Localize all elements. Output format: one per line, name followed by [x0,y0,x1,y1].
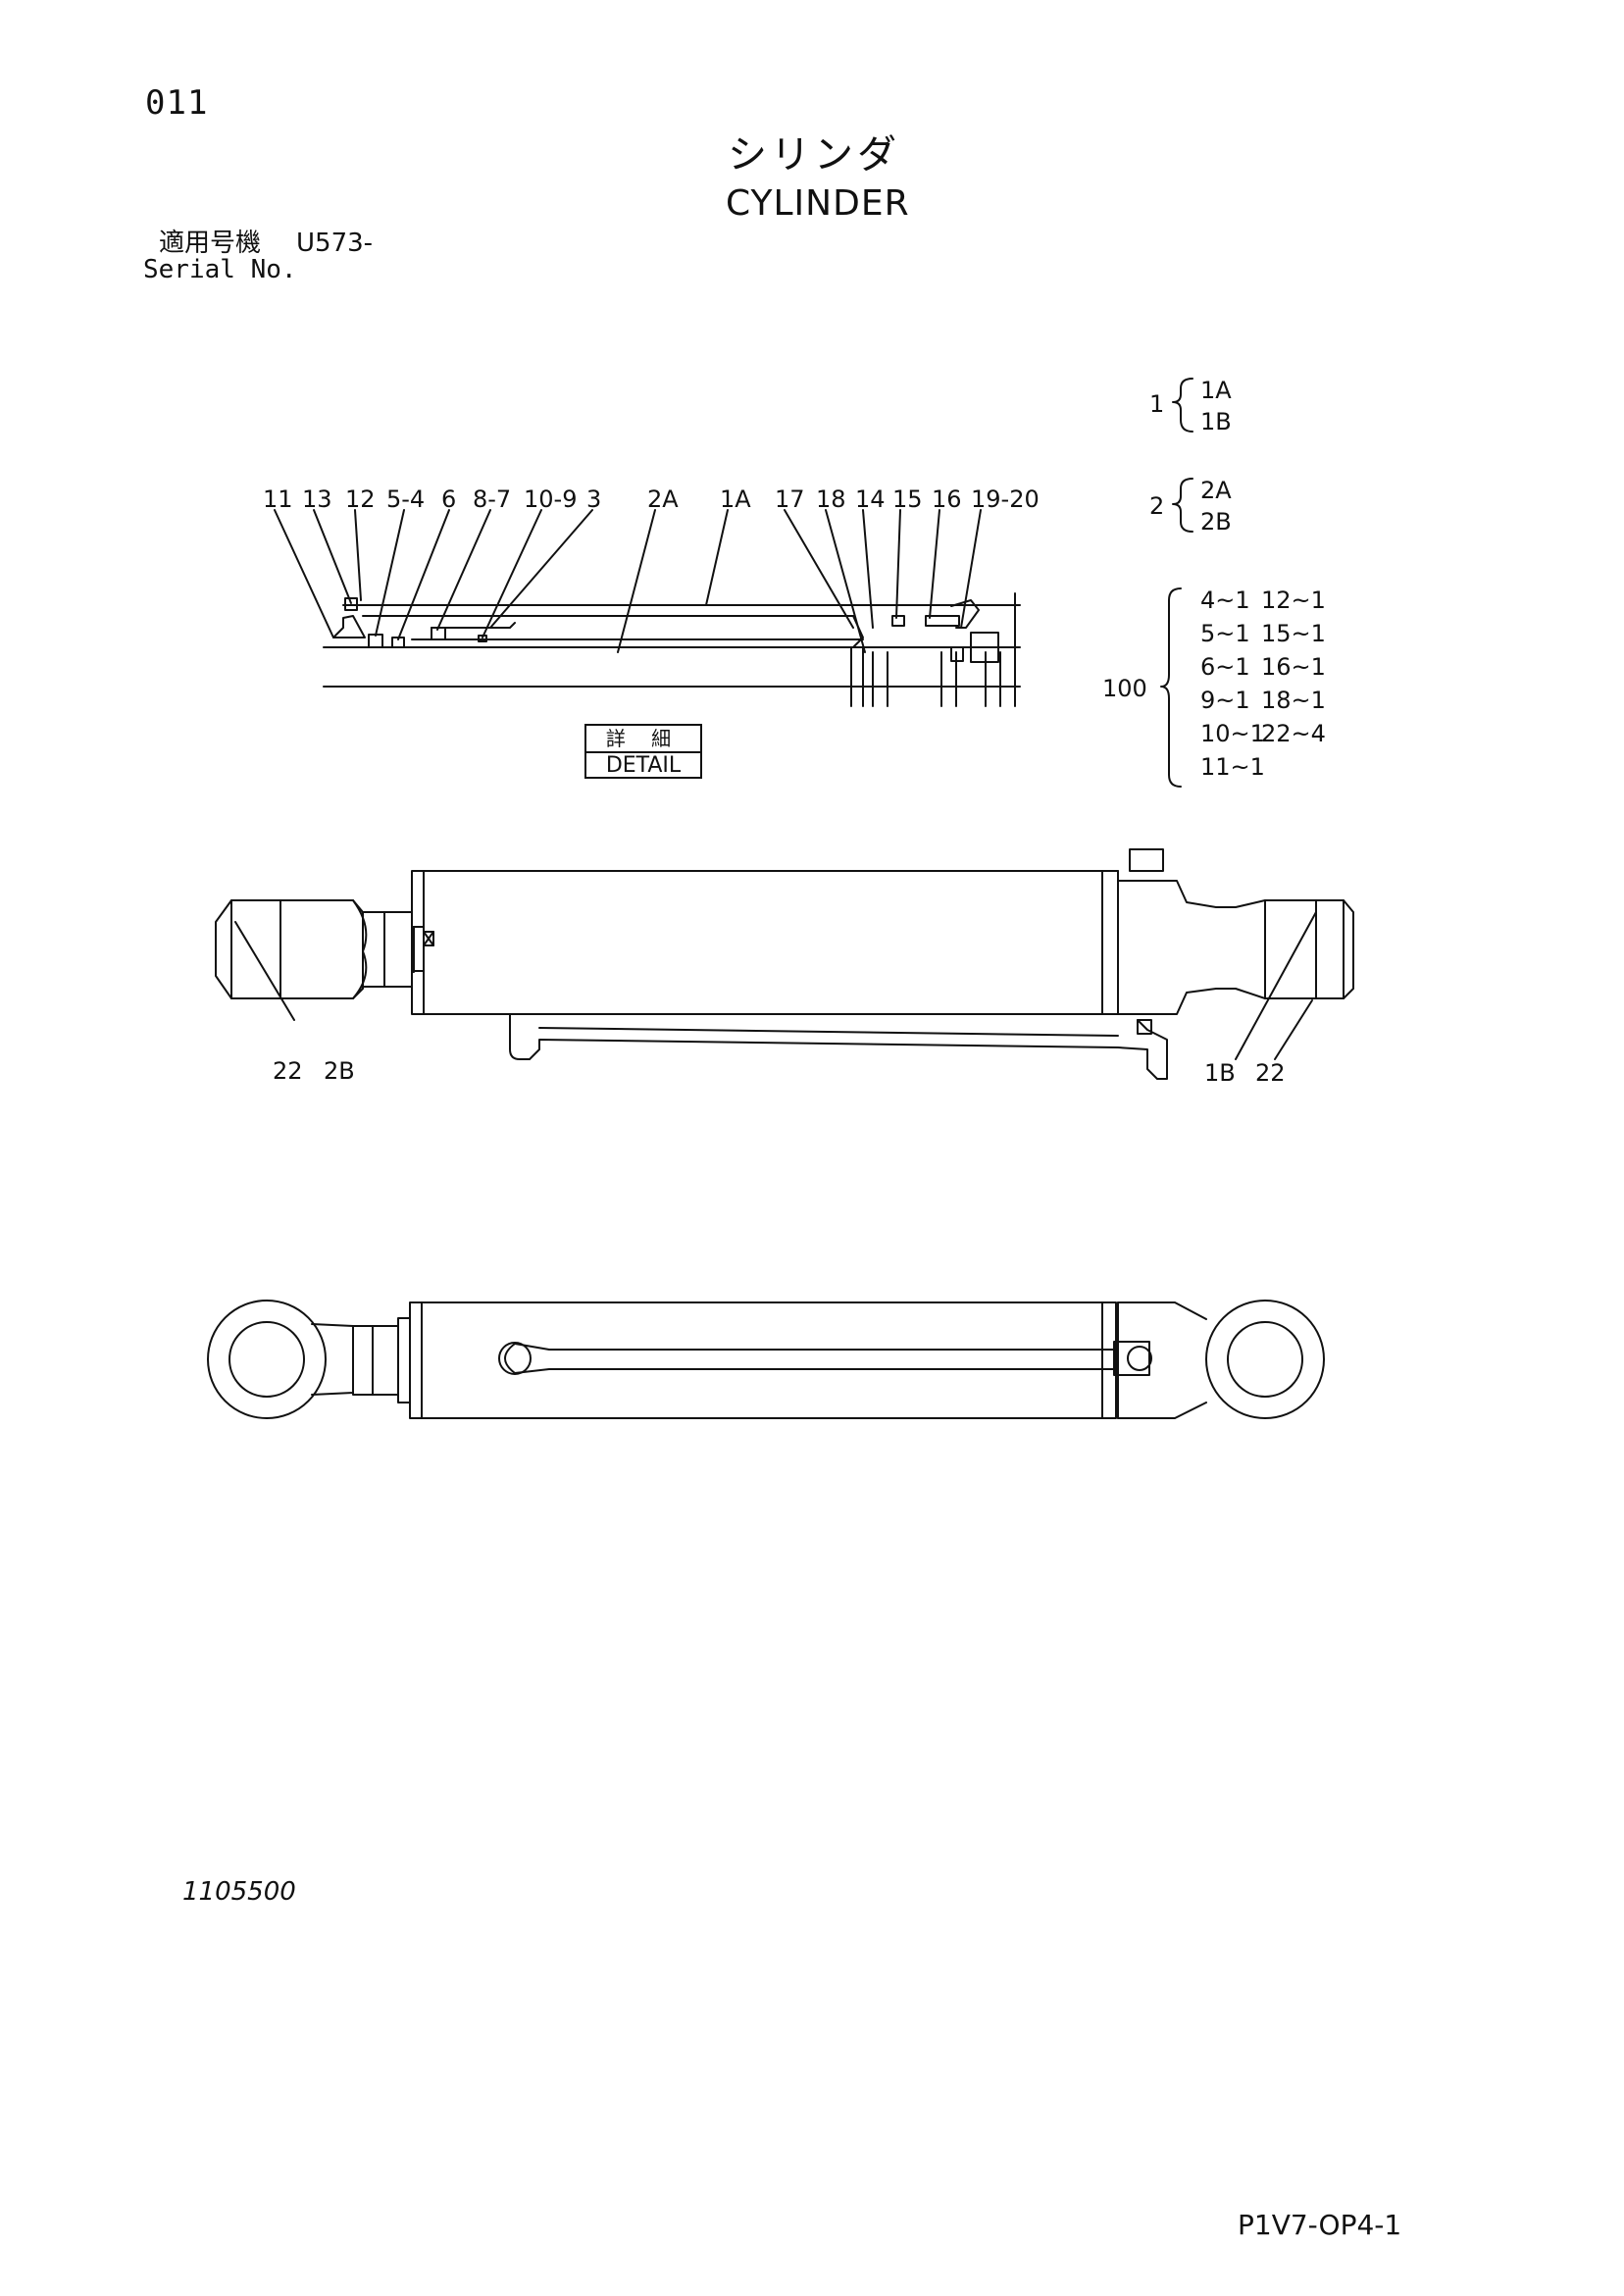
detail-label-box: 詳 細 DETAIL [584,724,702,779]
callout-5-4: 5-4 [386,485,426,513]
group-100-number: 100 [1102,675,1147,702]
group-100-item: 6~1 [1200,653,1250,681]
callout-3: 3 [586,485,602,513]
group-100-item: 10~1 [1200,720,1265,747]
title-japanese: シリンダ [728,132,900,178]
group-100-item: 9~1 [1200,687,1250,714]
group-1-number: 1 [1149,390,1165,418]
callout-18: 18 [816,485,846,513]
cylinder-side-view [215,848,1354,1080]
page-number: 011 [145,83,209,123]
group-100-item: 15~1 [1261,620,1326,647]
side-label-22-left: 22 [273,1057,303,1085]
callout-2a: 2A [647,485,679,513]
group-2-item-2b: 2B [1200,508,1232,536]
side-label-2b: 2B [324,1057,355,1085]
group-100-item: 18~1 [1261,687,1326,714]
group-100-item: 5~1 [1200,620,1250,647]
group-100-item: 12~1 [1261,587,1326,614]
callout-19-20: 19-20 [971,485,1040,513]
callout-10-9: 10-9 [524,485,578,513]
callout-12: 12 [345,485,376,513]
group-100-item: 4~1 [1200,587,1250,614]
detail-label-english: DETAIL [605,753,682,778]
title-english: CYLINDER [726,183,910,224]
callout-13: 13 [302,485,332,513]
group-2-number: 2 [1149,492,1165,520]
callout-1a: 1A [720,485,751,513]
callout-8-7: 8-7 [473,485,512,513]
drawing-number: 1105500 [182,1877,296,1907]
callout-17: 17 [775,485,805,513]
page-code: P1V7-OP4-1 [1238,2209,1402,2241]
callout-11: 11 [263,485,293,513]
group-1-item-1a: 1A [1200,377,1232,404]
cylinder-top-view [207,1300,1325,1419]
detail-section-view [274,509,1021,707]
detail-label-japanese: 詳 細 [586,726,700,753]
callout-16: 16 [932,485,962,513]
side-label-22-right: 22 [1255,1059,1286,1087]
group-2-item-2a: 2A [1200,477,1232,504]
side-label-1b: 1B [1204,1059,1236,1087]
serial-label-japanese: 適用号機 [159,229,262,258]
serial-label-english: Serial No. [143,255,297,284]
callout-15: 15 [892,485,923,513]
callout-14: 14 [855,485,886,513]
group-100-item: 22~4 [1261,720,1326,747]
legend-braces [1160,378,1193,788]
group-100-item: 16~1 [1261,653,1326,681]
serial-value: U573- [296,229,374,258]
callout-6: 6 [441,485,457,513]
group-100-item: 11~1 [1200,753,1265,781]
group-1-item-1b: 1B [1200,408,1232,435]
